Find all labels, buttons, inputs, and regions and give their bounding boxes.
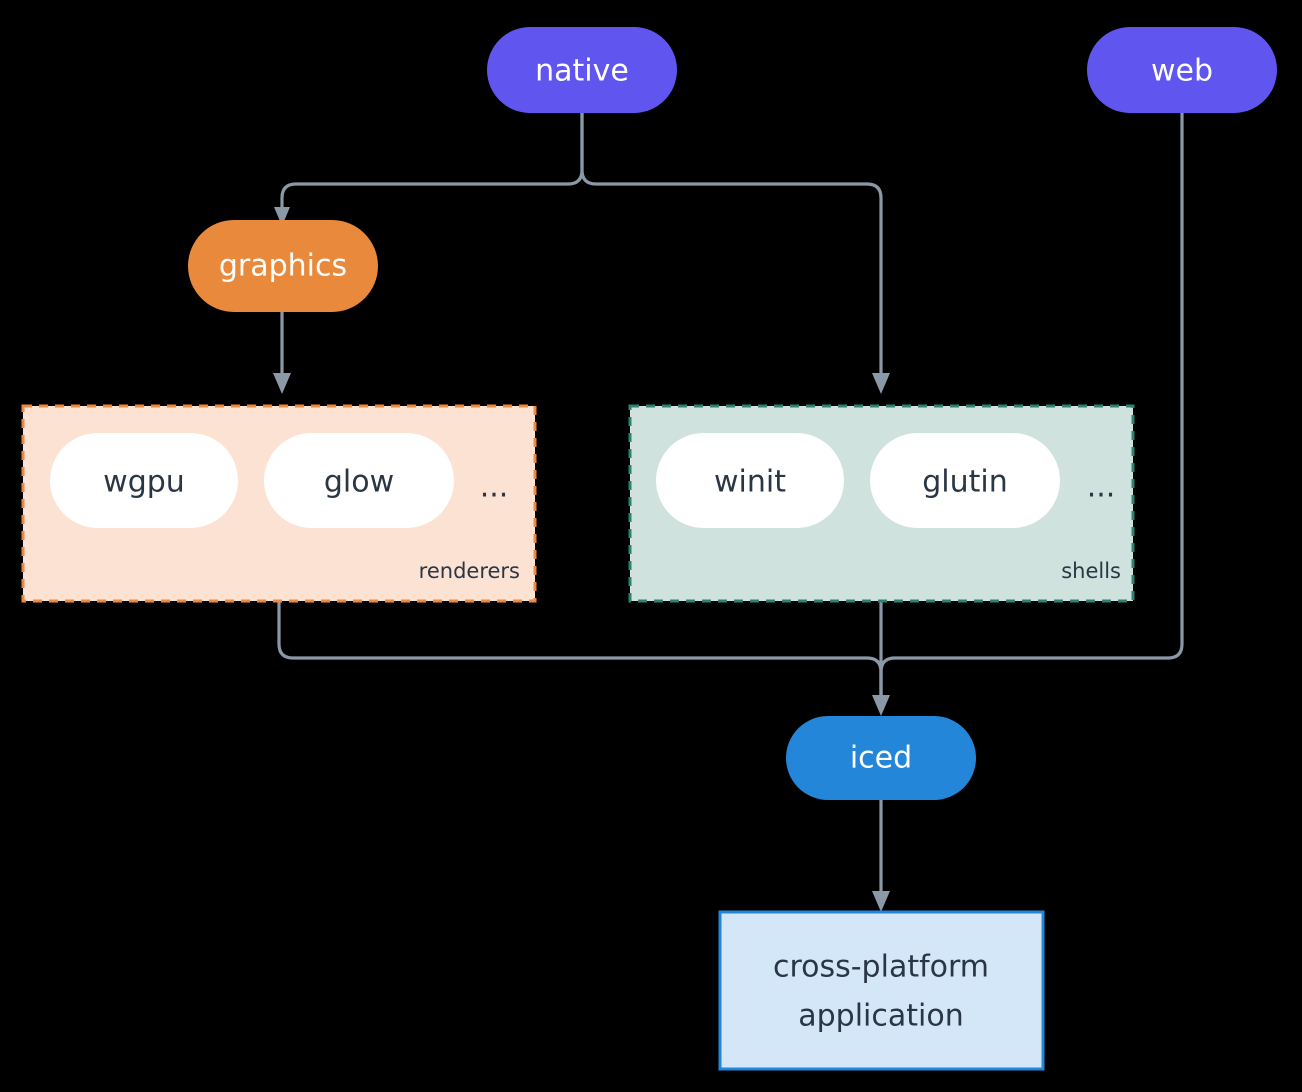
edge-native-split	[280, 111, 584, 214]
node-glutin-label: glutin	[922, 465, 1008, 500]
node-native-label: native	[535, 54, 629, 89]
node-renderers-ellipsis-label: ...	[480, 470, 509, 505]
node-glutin-pill[interactable]	[870, 433, 1060, 528]
edge-renderers-iced	[277, 599, 883, 702]
node-native-shape	[487, 27, 677, 113]
cluster-shells[interactable]: winit glutin ... shells	[628, 404, 1135, 603]
node-glow-label: glow	[324, 465, 394, 500]
cluster-renderers[interactable]: wgpu glow ... renderers	[21, 404, 537, 603]
node-wgpu-label: wgpu	[103, 465, 185, 500]
node-shells-ellipsis-label: ...	[1087, 470, 1116, 505]
node-iced-label: iced	[850, 741, 912, 776]
node-iced-shape	[786, 716, 976, 800]
arrowhead-graphics-to-renderers	[273, 373, 291, 394]
node-application[interactable]: cross-platform application	[718, 910, 1045, 1071]
node-graphics-label: graphics	[219, 249, 347, 284]
node-glow-pill[interactable]	[264, 433, 454, 528]
arrowhead-native-to-shells	[872, 373, 890, 394]
node-application-shape	[718, 910, 1045, 1071]
node-wgpu-pill[interactable]	[50, 433, 238, 528]
node-web-label: web	[1151, 54, 1213, 89]
edge-native-shells	[580, 111, 883, 380]
node-application-label-line2: application	[798, 999, 963, 1034]
node-winit-pill[interactable]	[656, 433, 844, 528]
node-iced[interactable]: iced	[786, 716, 976, 800]
arrowhead-native-to-graphics	[274, 207, 290, 226]
node-application-label-line1: cross-platform	[773, 950, 989, 985]
edge-web-iced	[879, 111, 1184, 702]
node-web-shape	[1087, 27, 1277, 113]
node-web[interactable]: web	[1087, 27, 1277, 113]
arrowhead-iced-to-application	[872, 891, 890, 912]
cluster-renderers-label: renderers	[419, 559, 520, 583]
node-winit-label: winit	[714, 465, 786, 500]
node-native[interactable]: native	[487, 27, 677, 113]
node-graphics-shape	[188, 220, 378, 312]
arrowhead-to-iced	[872, 695, 890, 716]
node-graphics[interactable]: graphics	[188, 220, 378, 312]
cluster-shells-label: shells	[1061, 559, 1121, 583]
edge-layer	[273, 111, 1184, 912]
